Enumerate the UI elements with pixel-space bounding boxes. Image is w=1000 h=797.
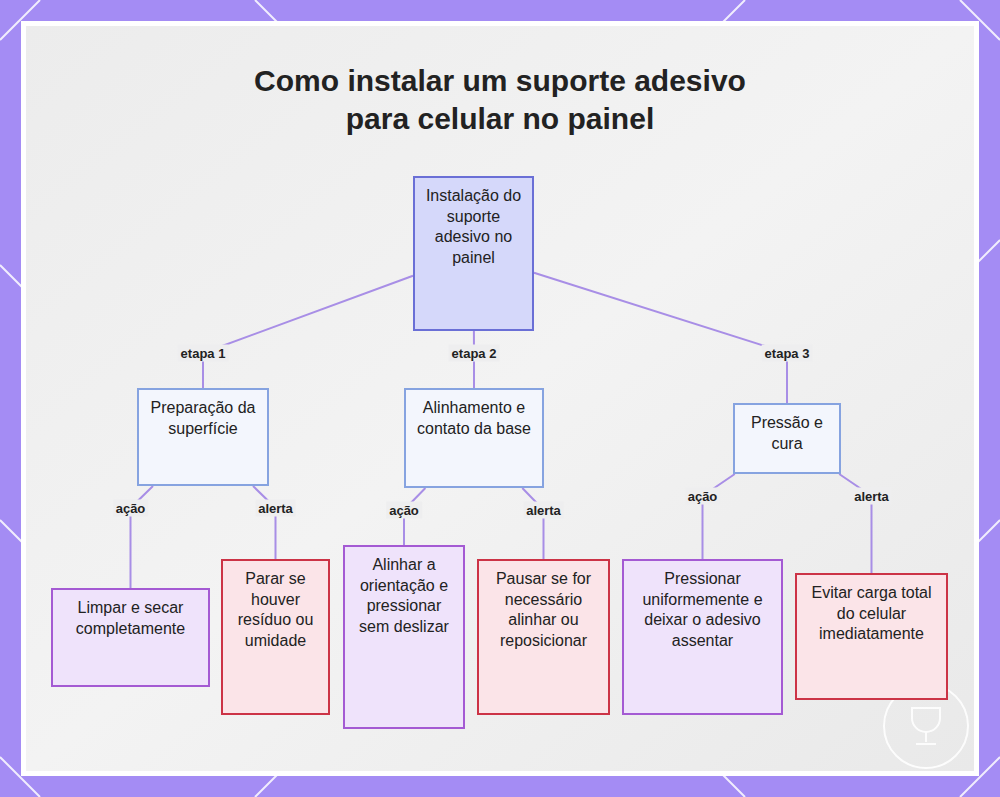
node-text: Pausar se for necessário alinhar ou repo… [489, 569, 598, 651]
step-box: Preparação da superfície [137, 388, 269, 486]
connector-line [522, 488, 543, 559]
edge-label: ação [386, 502, 422, 519]
edge-label: etapa 1 [178, 345, 229, 362]
alert-box: Parar se houver resíduo ou umidade [221, 559, 330, 715]
step-box: Pressão e cura [733, 403, 841, 474]
action-box: Alinhar a orientação e pressionar sem de… [343, 545, 465, 729]
connector-line [203, 276, 413, 388]
node-text: Pressão e cura [745, 413, 829, 454]
step-box: Alinhamento e contato da base [404, 388, 544, 488]
edge-label: ação [113, 500, 149, 517]
action-box: Pressionar uniformemente e deixar o ades… [622, 559, 783, 715]
node-text: Instalação do suporte adesivo no painel [425, 186, 522, 268]
edge-label: alerta [255, 500, 296, 517]
edge-label: ação [685, 488, 721, 505]
edge-label: alerta [523, 502, 564, 519]
node-text: Parar se houver resíduo ou umidade [233, 569, 318, 651]
edge-label: alerta [851, 488, 892, 505]
edge-label: etapa 3 [762, 345, 813, 362]
node-text: Alinhamento e contato da base [416, 398, 532, 439]
diagram-title: Como instalar um suporte adesivo para ce… [240, 62, 760, 138]
frame-border [21, 21, 979, 776]
root-box: Instalação do suporte adesivo no painel [413, 176, 534, 331]
node-text: Preparação da superfície [149, 398, 257, 439]
alert-box: Evitar carga total do celular imediatame… [795, 573, 948, 700]
node-text: Pressionar uniformemente e deixar o ades… [634, 569, 771, 651]
node-text: Alinhar a orientação e pressionar sem de… [355, 555, 453, 637]
panel [26, 26, 974, 771]
connector-line [534, 273, 787, 403]
action-box: Limpar e secar completamente [51, 588, 210, 687]
edge-label: etapa 2 [449, 345, 500, 362]
node-text: Evitar carga total do celular imediatame… [807, 583, 936, 645]
alert-box: Pausar se for necessário alinhar ou repo… [477, 559, 610, 715]
connector-line [253, 486, 276, 559]
node-text: Limpar e secar completamente [63, 598, 198, 639]
